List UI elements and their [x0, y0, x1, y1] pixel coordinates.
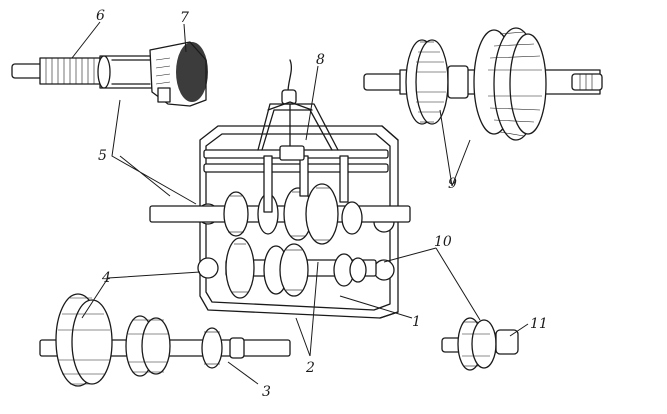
shift-rails — [203, 145, 389, 213]
shift-lever-assembly — [257, 59, 339, 151]
internal-countershaft — [225, 237, 377, 299]
label-3: 3 — [262, 384, 271, 400]
label-2: 2 — [305, 360, 315, 376]
leader-lines — [71, 21, 529, 385]
label-5: 5 — [98, 148, 107, 164]
part-labels: 6 7 8 9 5 4 1 2 3 10 11 — [96, 8, 548, 400]
label-6: 6 — [96, 8, 105, 24]
reverse-idler-assembly — [441, 317, 519, 371]
internal-main-shaft — [149, 183, 411, 245]
label-7: 7 — [180, 10, 189, 26]
label-10: 10 — [434, 234, 452, 250]
label-1: 1 — [412, 314, 421, 330]
label-9: 9 — [448, 176, 457, 192]
label-11: 11 — [530, 316, 548, 332]
label-4: 4 — [101, 270, 111, 286]
label-8: 8 — [316, 52, 325, 68]
countershaft-assembly — [39, 293, 291, 387]
main-drive-shaft — [11, 55, 153, 89]
output-shaft — [363, 27, 603, 141]
drive-gear-crown — [149, 41, 208, 107]
